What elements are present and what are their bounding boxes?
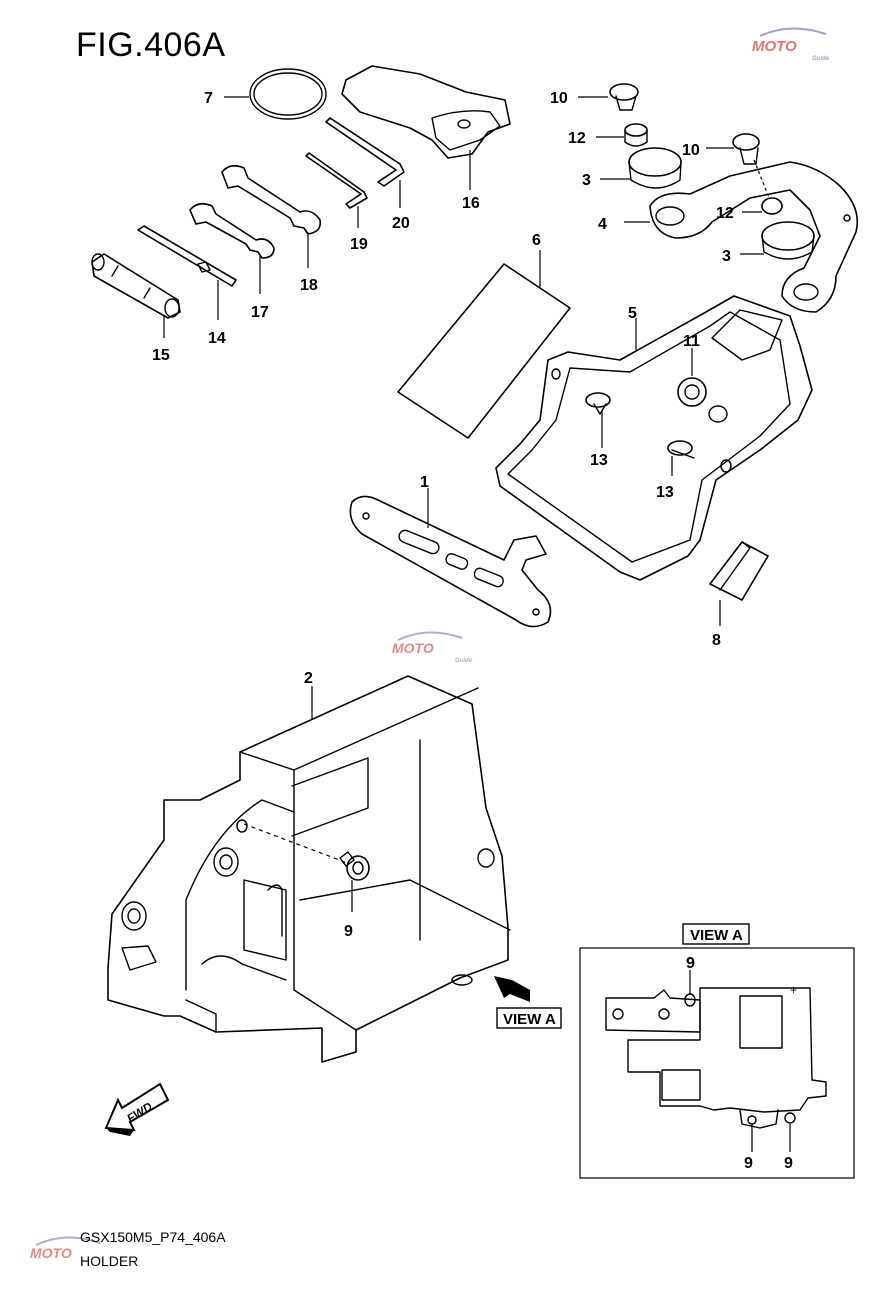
figure-title: FIG.406A	[76, 26, 226, 64]
plus-terminal-label: +	[790, 983, 797, 997]
part-18-spanner: 18	[221, 164, 322, 294]
callout-11: 11	[683, 333, 700, 350]
callout-15: 15	[152, 347, 170, 364]
callout-13b: 13	[656, 484, 674, 501]
part-12-collar-bracket: 12	[716, 197, 783, 222]
callout-3b: 3	[722, 248, 731, 265]
part-5-tray: 5 11	[495, 295, 813, 581]
callout-7: 7	[204, 90, 213, 107]
part-3-cushion-bracket: 3	[722, 221, 815, 265]
callout-2: 2	[304, 670, 313, 687]
part-12-collar-top: 12	[568, 123, 648, 147]
fwd-arrow-icon: FWD	[104, 1082, 170, 1136]
part-19-hex-wrench: 19	[305, 152, 368, 253]
callout-1: 1	[420, 474, 429, 491]
part-10-bolt-top: 10	[550, 83, 639, 111]
callout-10a: 10	[550, 90, 568, 107]
svg-text:Guide: Guide	[455, 658, 473, 664]
watermark-logo-top: MOTO Guide	[752, 27, 830, 62]
part-6-sheet: 6	[397, 232, 571, 439]
callout-18: 18	[300, 277, 318, 294]
callout-9c: 9	[744, 1155, 753, 1172]
callout-3a: 3	[582, 172, 591, 189]
watermark-logo-bottom: MOTO	[30, 1236, 101, 1261]
part-14-screwdriver: 14	[137, 225, 237, 347]
callout-14: 14	[208, 330, 226, 347]
part-9-bolt-holder: 9	[339, 851, 370, 940]
callout-9d: 9	[784, 1155, 793, 1172]
part-4-bracket: 4	[598, 161, 859, 313]
svg-text:Guide: Guide	[812, 56, 830, 62]
callout-9a: 9	[344, 923, 353, 940]
part-7-o-ring: 7	[204, 68, 327, 120]
part-15-box-spanner: 15	[91, 253, 181, 364]
minus-terminal-label: −	[716, 981, 723, 995]
svg-text:MOTO: MOTO	[30, 1245, 72, 1261]
part-13-clip-left: 13	[585, 392, 611, 469]
view-a-inset: VIEW A − + 9 9 9	[579, 923, 855, 1179]
callout-12a: 12	[568, 130, 586, 147]
svg-text:MOTO: MOTO	[752, 38, 797, 55]
part-13-clip-right: 13	[656, 440, 695, 501]
part-8-pad: 8	[709, 541, 769, 649]
callout-10b: 10	[682, 142, 700, 159]
callout-8: 8	[712, 632, 721, 649]
part-2-holder: 2	[107, 670, 511, 1063]
callout-20: 20	[392, 215, 410, 232]
watermark-logo-middle: MOTO Guide	[392, 631, 473, 664]
figure-name: HOLDER	[80, 1253, 139, 1269]
view-a-arrow: VIEW A	[494, 976, 562, 1029]
part-1-plate: 1	[349, 474, 552, 628]
part-17-spanner: 17	[189, 202, 275, 321]
callout-19: 19	[350, 236, 368, 253]
callout-9b: 9	[686, 955, 695, 972]
callout-4: 4	[598, 216, 607, 233]
svg-text:MOTO: MOTO	[392, 640, 434, 656]
part-3-cushion-top: 3	[582, 147, 682, 189]
figure-code: GSX150M5_P74_406A	[80, 1229, 226, 1245]
callout-13a: 13	[590, 452, 608, 469]
view-a-box-label: VIEW A	[690, 927, 743, 944]
part-16-tool-bag: 16	[341, 65, 511, 212]
callout-5: 5	[628, 305, 637, 322]
callout-12b: 12	[716, 205, 734, 222]
part-10-bolt-bracket: 10	[682, 133, 771, 201]
callout-16: 16	[462, 195, 480, 212]
callout-6: 6	[532, 232, 541, 249]
view-a-arrow-label: VIEW A	[503, 1011, 556, 1028]
part-20-hex-wrench: 20	[325, 117, 410, 232]
callout-17: 17	[251, 304, 269, 321]
